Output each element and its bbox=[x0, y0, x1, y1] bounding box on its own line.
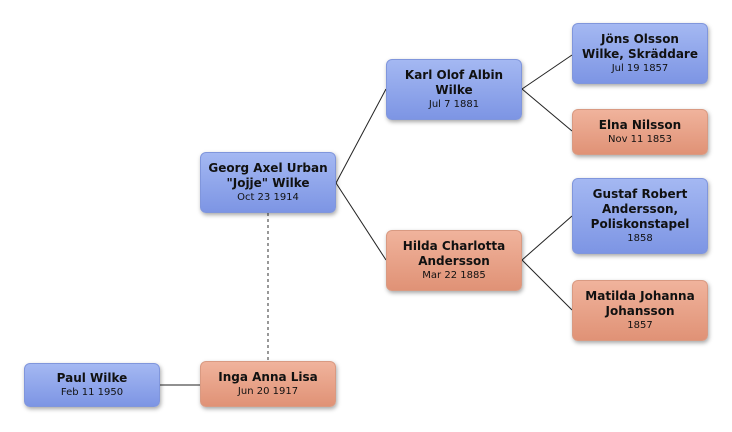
person-date: Nov 11 1853 bbox=[607, 134, 673, 145]
person-name: Gustaf Robert Andersson, Poliskonstapel bbox=[590, 187, 690, 231]
person-card-georg-wilke[interactable]: Georg Axel Urban "Jojje" Wilke Oct 23 19… bbox=[200, 152, 336, 213]
link-karl-elna bbox=[521, 88, 573, 132]
person-name: Matilda Johanna Johansson bbox=[585, 289, 695, 318]
link-georg-karl bbox=[335, 88, 387, 184]
person-card-elna-nilsson[interactable]: Elna Nilsson Nov 11 1853 bbox=[572, 109, 708, 155]
link-hilda-matilda bbox=[521, 259, 573, 311]
person-name: Hilda Charlotta Andersson bbox=[402, 239, 506, 268]
person-card-paul-wilke[interactable]: Paul Wilke Feb 11 1950 bbox=[24, 363, 160, 407]
link-karl-jons bbox=[521, 54, 573, 90]
person-date: 1857 bbox=[627, 320, 653, 331]
person-date: Jul 7 1881 bbox=[428, 99, 480, 110]
person-card-inga-anna-lisa[interactable]: Inga Anna Lisa Jun 20 1917 bbox=[200, 361, 336, 407]
person-name: Inga Anna Lisa bbox=[218, 370, 318, 384]
person-card-karl-wilke[interactable]: Karl Olof Albin Wilke Jul 7 1881 bbox=[386, 59, 522, 120]
person-date: Oct 23 1914 bbox=[237, 192, 299, 203]
person-date: Feb 11 1950 bbox=[60, 387, 124, 398]
person-card-matilda-johansson[interactable]: Matilda Johanna Johansson 1857 bbox=[572, 280, 708, 341]
person-date: Jul 19 1857 bbox=[611, 63, 669, 74]
person-card-gustaf-andersson[interactable]: Gustaf Robert Andersson, Poliskonstapel … bbox=[572, 178, 708, 254]
person-card-hilda-andersson[interactable]: Hilda Charlotta Andersson Mar 22 1885 bbox=[386, 230, 522, 291]
person-card-jons-wilke[interactable]: Jöns Olsson Wilke, Skräddare Jul 19 1857 bbox=[572, 23, 708, 84]
person-date: Mar 22 1885 bbox=[422, 270, 486, 281]
link-georg-hilda bbox=[335, 182, 387, 261]
person-name: Elna Nilsson bbox=[598, 118, 682, 132]
person-name: Jöns Olsson Wilke, Skräddare bbox=[582, 32, 698, 61]
person-date: 1858 bbox=[627, 233, 653, 244]
link-hilda-gustaf bbox=[521, 215, 573, 261]
person-name: Paul Wilke bbox=[56, 371, 128, 385]
person-date: Jun 20 1917 bbox=[237, 386, 299, 397]
person-name: Karl Olof Albin Wilke bbox=[404, 68, 504, 97]
person-name: Georg Axel Urban "Jojje" Wilke bbox=[208, 161, 328, 190]
